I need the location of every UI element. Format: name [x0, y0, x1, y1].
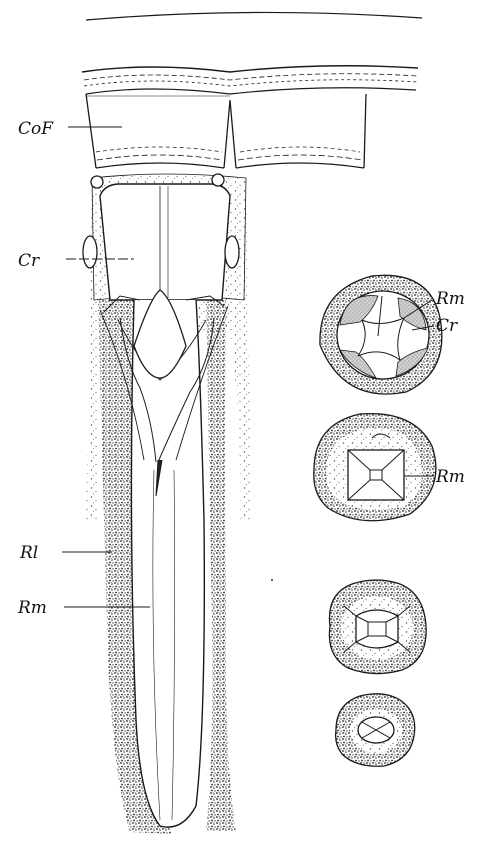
section-1-label-rm: Rm — [435, 289, 465, 309]
label-cr: Cr — [18, 251, 40, 271]
section-1-label-cr: Cr — [436, 316, 458, 336]
label-rm: Rm — [17, 598, 47, 618]
cross-section-3 — [329, 580, 426, 674]
cross-section-4 — [336, 694, 415, 767]
cross-section-1: Rm Cr — [320, 275, 465, 394]
label-cof: CoF — [18, 119, 54, 139]
stray-dot — [271, 579, 273, 581]
lateral-wall-right — [206, 300, 236, 832]
section-2-label-rm: Rm — [435, 467, 465, 487]
cross-section-2: Rm — [314, 414, 465, 521]
cuticle-fold — [86, 94, 366, 168]
top-bands — [82, 12, 422, 94]
label-rl: Rl — [19, 543, 38, 563]
